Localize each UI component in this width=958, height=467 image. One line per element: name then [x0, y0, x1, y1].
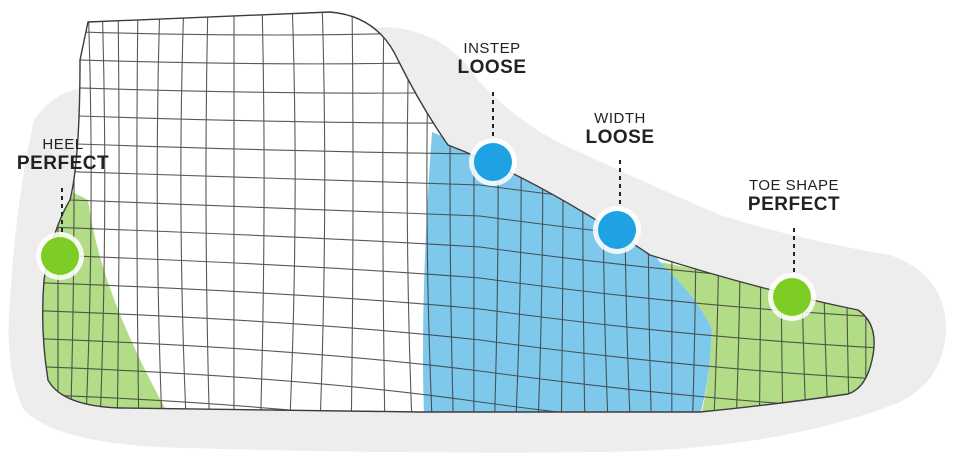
heel-zone-status: PERFECT — [8, 154, 118, 175]
heel-label: HEEL PERFECT — [8, 137, 118, 174]
instep-marker[interactable] — [469, 138, 517, 186]
toe-zone-status: PERFECT — [730, 195, 858, 216]
width-marker[interactable] — [593, 206, 641, 254]
toe-marker[interactable] — [768, 273, 816, 321]
heel-zone-name: HEEL — [8, 137, 118, 154]
toe-label: TOE SHAPE PERFECT — [730, 178, 858, 215]
width-zone-name: WIDTH — [565, 111, 675, 128]
width-label: WIDTH LOOSE — [565, 111, 675, 148]
instep-zone-status: LOOSE — [437, 58, 547, 79]
width-zone-status: LOOSE — [565, 128, 675, 149]
instep-zone-name: INSTEP — [437, 41, 547, 58]
heel-marker[interactable] — [36, 232, 84, 280]
instep-label: INSTEP LOOSE — [437, 41, 547, 78]
toe-zone-name: TOE SHAPE — [730, 178, 858, 195]
